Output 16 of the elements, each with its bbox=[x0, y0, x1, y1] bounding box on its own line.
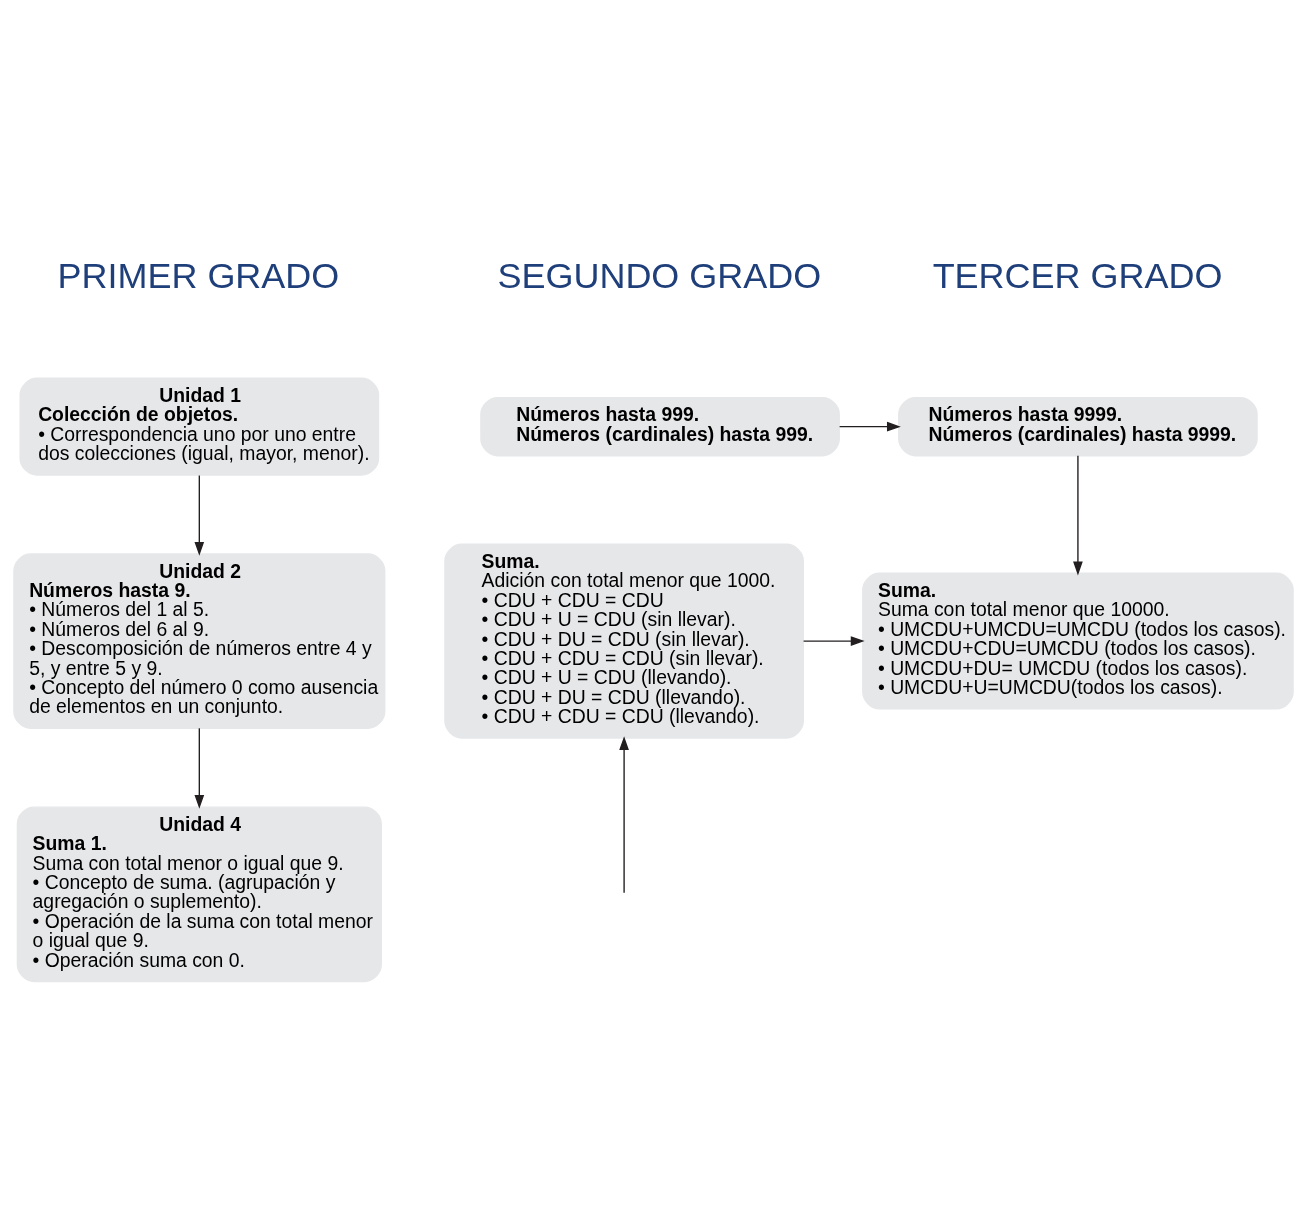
node-box: Unidad 2 Números hasta 9. • Números del 1 al 5. • Números del 6 al 9. • Descomposición de números entre 4 y 5, y entre 5 y 9. • Concepto del número 0 como ausencia de elementos en un conjunto. bbox=[13, 552, 386, 729]
node-box: Unidad 1 Colección de objetos. • Correspondencia uno por uno entre dos colecciones (igual, mayor, menor). bbox=[19, 377, 380, 476]
node-box: Suma. Adición con total menor que 1000. • CDU + CDU = CDU • CDU + U = CDU (sin llevar). • CDU + DU = CDU (sin llevar). • CDU + CDU = CDU (sin llevar). • CDU + U = CDU (llevando). • CDU + DU = CDU (llevando). • CDU + CDU = CDU (llevando). bbox=[444, 543, 804, 739]
label: TERCER GRADO bbox=[932, 254, 1223, 296]
node-box: Números hasta 999. Números (cardinales) hasta 999. bbox=[480, 396, 840, 456]
arrow bbox=[194, 727, 205, 809]
arrow bbox=[619, 735, 629, 894]
node-box: Unidad 4 Suma 1. Suma con total menor o igual que 9. • Concepto de suma. (agrupación y agregación o suplemento). • Operación de la suma con total menor o igual que 9. • Operación suma con 0. bbox=[16, 805, 382, 982]
arrow bbox=[1073, 454, 1083, 575]
arrow bbox=[802, 635, 865, 646]
node-box: Números hasta 9999. Números (cardinales) hasta 9999. bbox=[898, 396, 1258, 456]
arrow bbox=[194, 474, 205, 556]
label: PRIMER GRADO bbox=[57, 254, 340, 296]
label: SEGUNDO GRADO bbox=[497, 254, 822, 296]
node-box: Suma. Suma con total menor que 10000. • UMCDU+UMCDU=UMCDU (todos los casos). • UMCDU+CDU=UMCDU (todos los casos). • UMCDU+DU= UMCDU (todos los casos). • UMCDU+U=UMCDU(todos los casos). bbox=[862, 572, 1294, 710]
arrow bbox=[838, 421, 901, 431]
